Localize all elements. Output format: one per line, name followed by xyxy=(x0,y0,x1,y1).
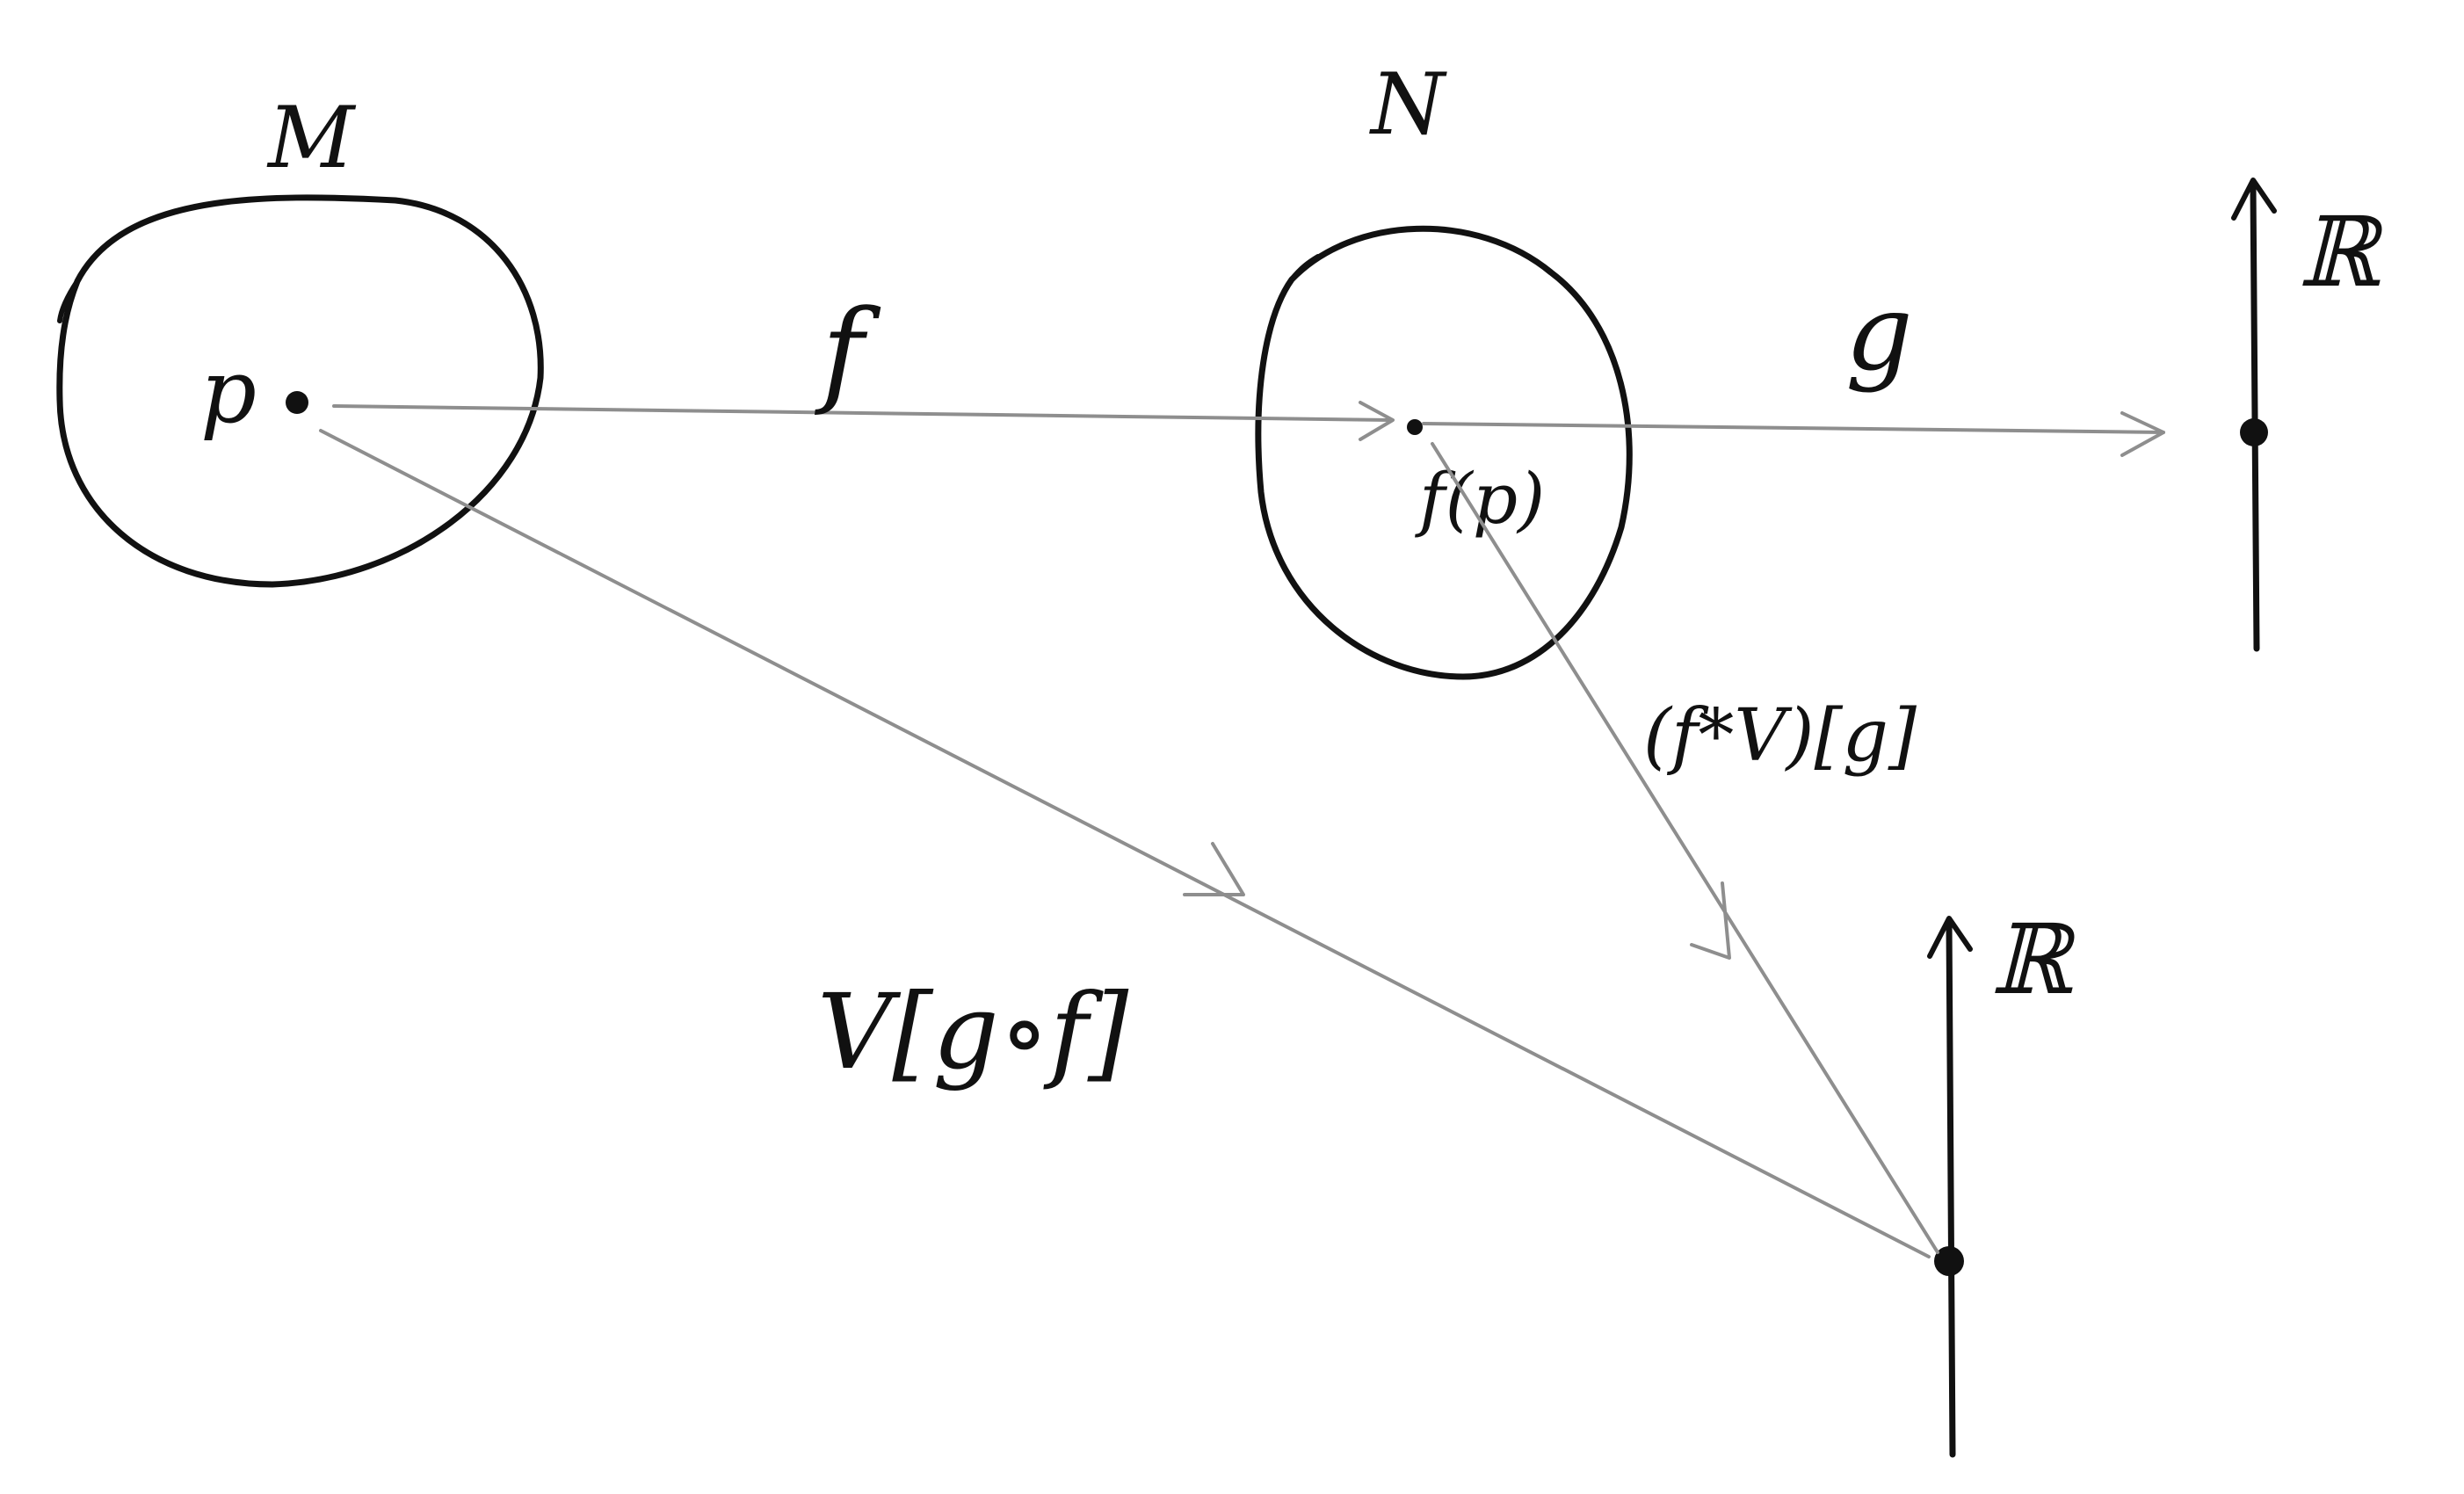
label-map-g: g xyxy=(1845,272,1913,395)
label-reals-bottom: ℝ xyxy=(1990,903,2076,1016)
point-fp xyxy=(1407,419,1423,435)
label-point-fp: f(p) xyxy=(1415,458,1545,540)
label-reals-top: ℝ xyxy=(2298,196,2384,308)
label-map-f: f xyxy=(815,285,881,418)
real-line-bottom xyxy=(1927,916,1973,1458)
manifold-n xyxy=(1255,225,1633,680)
arrow-f xyxy=(332,401,1395,441)
manifold-m xyxy=(56,194,544,588)
label-composite: V[g∘f] xyxy=(817,971,1129,1092)
label-manifold-m: M xyxy=(266,89,357,187)
arrow-g xyxy=(1422,411,2165,457)
arrow-composite xyxy=(319,429,1931,1258)
arrow-pushforward xyxy=(1431,442,1939,1254)
point-p xyxy=(286,391,308,414)
real-line-top xyxy=(2231,178,2277,652)
label-manifold-n: N xyxy=(1369,55,1447,154)
label-point-p: p xyxy=(200,340,257,443)
label-pushforward: (f*V)[g] xyxy=(1643,694,1917,778)
